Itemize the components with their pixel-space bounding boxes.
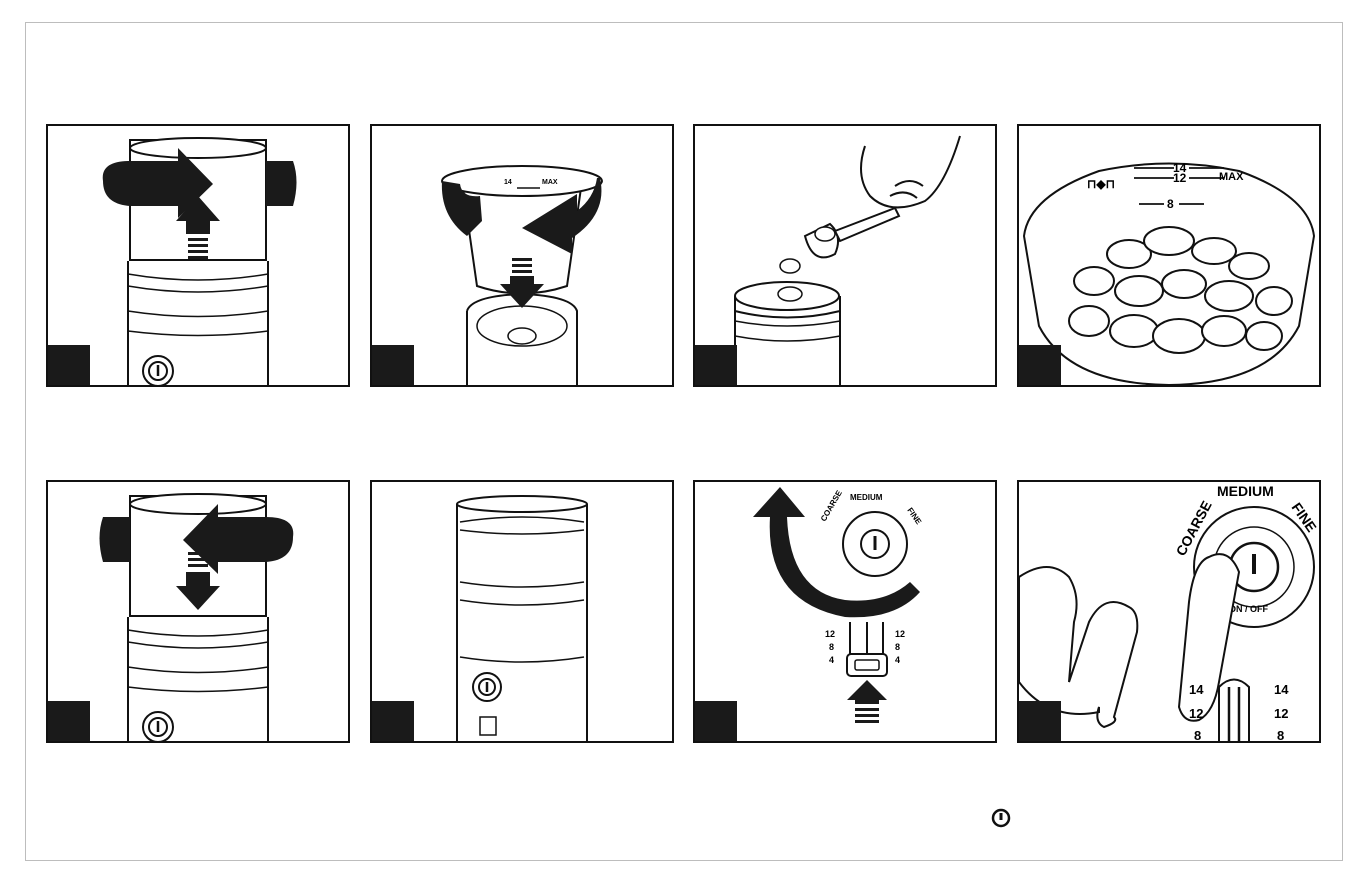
step-number-badge — [695, 701, 737, 741]
cup-12-left: 12 — [825, 629, 835, 639]
cup-8-left: 8 — [1194, 728, 1201, 741]
step-number-badge — [48, 701, 90, 741]
cup-8-right: 8 — [895, 642, 900, 652]
cup-4-left: 4 — [829, 655, 834, 665]
step-number-badge — [695, 345, 737, 385]
mark-14: 14 — [504, 179, 512, 186]
lid-remove-illustration — [48, 126, 348, 385]
power-icon — [990, 807, 1012, 829]
lid-attach-illustration — [48, 482, 348, 741]
step-panel-1 — [46, 124, 350, 387]
hopper-place-illustration: 14 MAX — [372, 126, 672, 385]
step-number-badge — [48, 345, 90, 385]
step-number-badge — [1019, 701, 1061, 741]
mark-max: MAX — [542, 179, 558, 186]
cup-4-right: 4 — [895, 655, 900, 665]
mark-max: MAX — [1219, 171, 1244, 183]
step-panel-7: COARSE MEDIUM FINE 12 8 4 12 8 4 — [693, 480, 997, 743]
step-panel-5 — [46, 480, 350, 743]
add-beans-illustration — [695, 126, 995, 385]
step-panel-3 — [693, 124, 997, 387]
step-number-badge — [372, 345, 414, 385]
cup-12-right: 12 — [895, 629, 905, 639]
cup-8-left: 8 — [829, 642, 834, 652]
cup-size-slider — [1219, 680, 1249, 742]
cup-8-right: 8 — [1277, 728, 1284, 741]
grind-medium-label: MEDIUM — [1217, 483, 1274, 499]
step-number-badge — [372, 701, 414, 741]
assembled-grinder-illustration — [372, 482, 672, 741]
cup-14-right: 14 — [1274, 682, 1289, 697]
cup-14-left: 14 — [1189, 682, 1204, 697]
step-panel-2: 14 MAX — [370, 124, 674, 387]
step-panel-8: COARSE MEDIUM FINE ON / OFF 14 12 8 14 1… — [1017, 480, 1321, 743]
mark-12: 12 — [1173, 171, 1187, 185]
step-panel-4: 14 12 8 MAX ⊓◆⊓ — [1017, 124, 1321, 387]
press-power-illustration: COARSE MEDIUM FINE ON / OFF 14 12 8 14 1… — [1019, 482, 1319, 741]
grind-select-illustration: COARSE MEDIUM FINE 12 8 4 12 8 4 — [695, 482, 995, 741]
grind-fine-label: FINE — [905, 506, 923, 527]
cup-12-left: 12 — [1189, 706, 1203, 721]
fill-level-illustration: 14 12 8 MAX ⊓◆⊓ — [1019, 126, 1319, 385]
step-panel-6 — [370, 480, 674, 743]
lock-icon: ⊓◆⊓ — [1087, 177, 1115, 191]
cup-size-slider — [847, 622, 887, 676]
step-number-badge — [1019, 345, 1061, 385]
cup-12-right: 12 — [1274, 706, 1288, 721]
grind-medium-label: MEDIUM — [850, 493, 883, 502]
on-off-label: ON / OFF — [1229, 604, 1268, 614]
grind-coarse-label: COARSE — [819, 488, 844, 523]
mark-8: 8 — [1167, 197, 1174, 211]
